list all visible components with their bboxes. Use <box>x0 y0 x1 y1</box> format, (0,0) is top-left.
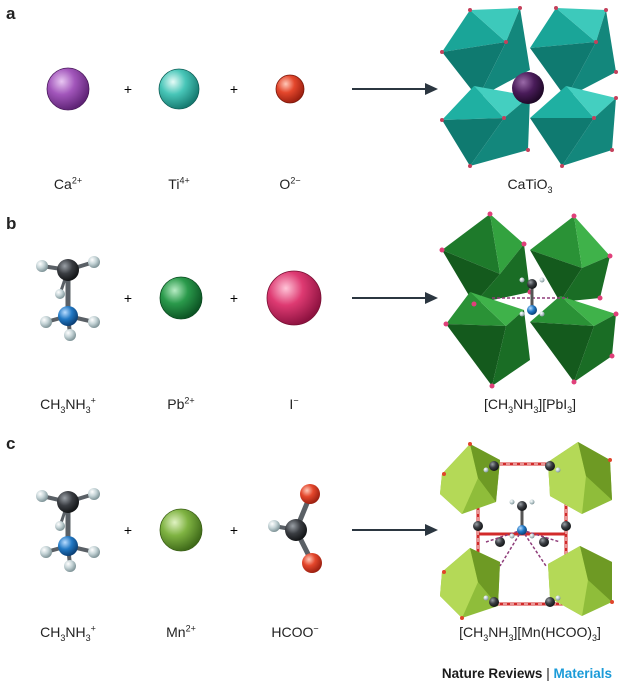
mamn-formate-framework-structure <box>440 442 614 620</box>
methylammonium-cation-model <box>36 488 100 572</box>
panel-letter: c <box>6 434 16 453</box>
journal-credit: Nature Reviews | Materials <box>442 666 612 681</box>
reaction-arrow <box>352 524 438 536</box>
plus-sign: + <box>124 81 132 97</box>
plus-sign: + <box>230 290 238 306</box>
lead-ion-label: Pb2+ <box>167 395 195 412</box>
oxide-ion-sphere <box>275 74 305 104</box>
methylammonium-cation-model <box>36 256 100 341</box>
mapbi3-label: [CH3NH3][PbI3] <box>483 396 577 415</box>
panel-c-diagram: + + <box>36 442 614 620</box>
journal-name: Nature Reviews <box>441 666 543 681</box>
iodide-ion-sphere <box>266 270 322 326</box>
mapbi3-perovskite-structure <box>439 211 619 389</box>
formate-ion-label: HCOO− <box>271 623 319 640</box>
panel-b: b + + <box>0 210 624 430</box>
manganese-ion-sphere <box>159 508 203 552</box>
credit-separator: | <box>546 666 550 681</box>
catio3-perovskite-structure <box>440 6 618 168</box>
plus-sign: + <box>124 522 132 538</box>
mamn-formate-label: [CH3NH3][Mn(HCOO)3] <box>459 624 601 643</box>
panel-a-diagram: + + <box>46 6 618 168</box>
iodide-ion-label: I− <box>289 395 299 412</box>
calcium-ion-label: Ca2+ <box>53 175 83 192</box>
manganese-ion-label: Mn2+ <box>166 623 196 640</box>
reaction-arrow <box>352 292 438 304</box>
titanium-ion-label: Ti4+ <box>168 175 190 192</box>
journal-subject: Materials <box>553 666 612 681</box>
titanium-ion-sphere <box>158 68 200 110</box>
plus-sign: + <box>230 522 238 538</box>
panel-c: c + + <box>0 430 624 655</box>
panel-letter: b <box>6 214 17 233</box>
catio3-label: CaTiO3 <box>507 176 553 195</box>
lead-ion-sphere <box>159 276 203 320</box>
methylammonium-label: CH3NH3+ <box>40 623 96 643</box>
calcium-ion-center <box>512 72 544 104</box>
plus-sign: + <box>124 290 132 306</box>
calcium-ion-sphere <box>46 67 90 111</box>
oxide-ion-label: O2− <box>279 175 301 192</box>
panel-letter: a <box>6 4 16 23</box>
formate-anion-model <box>268 484 322 573</box>
plus-sign: + <box>230 81 238 97</box>
methylammonium-label: CH3NH3+ <box>40 395 96 415</box>
reaction-arrow <box>352 83 438 95</box>
panel-a: a + + <box>0 0 624 210</box>
panel-b-diagram: + + <box>36 211 619 389</box>
